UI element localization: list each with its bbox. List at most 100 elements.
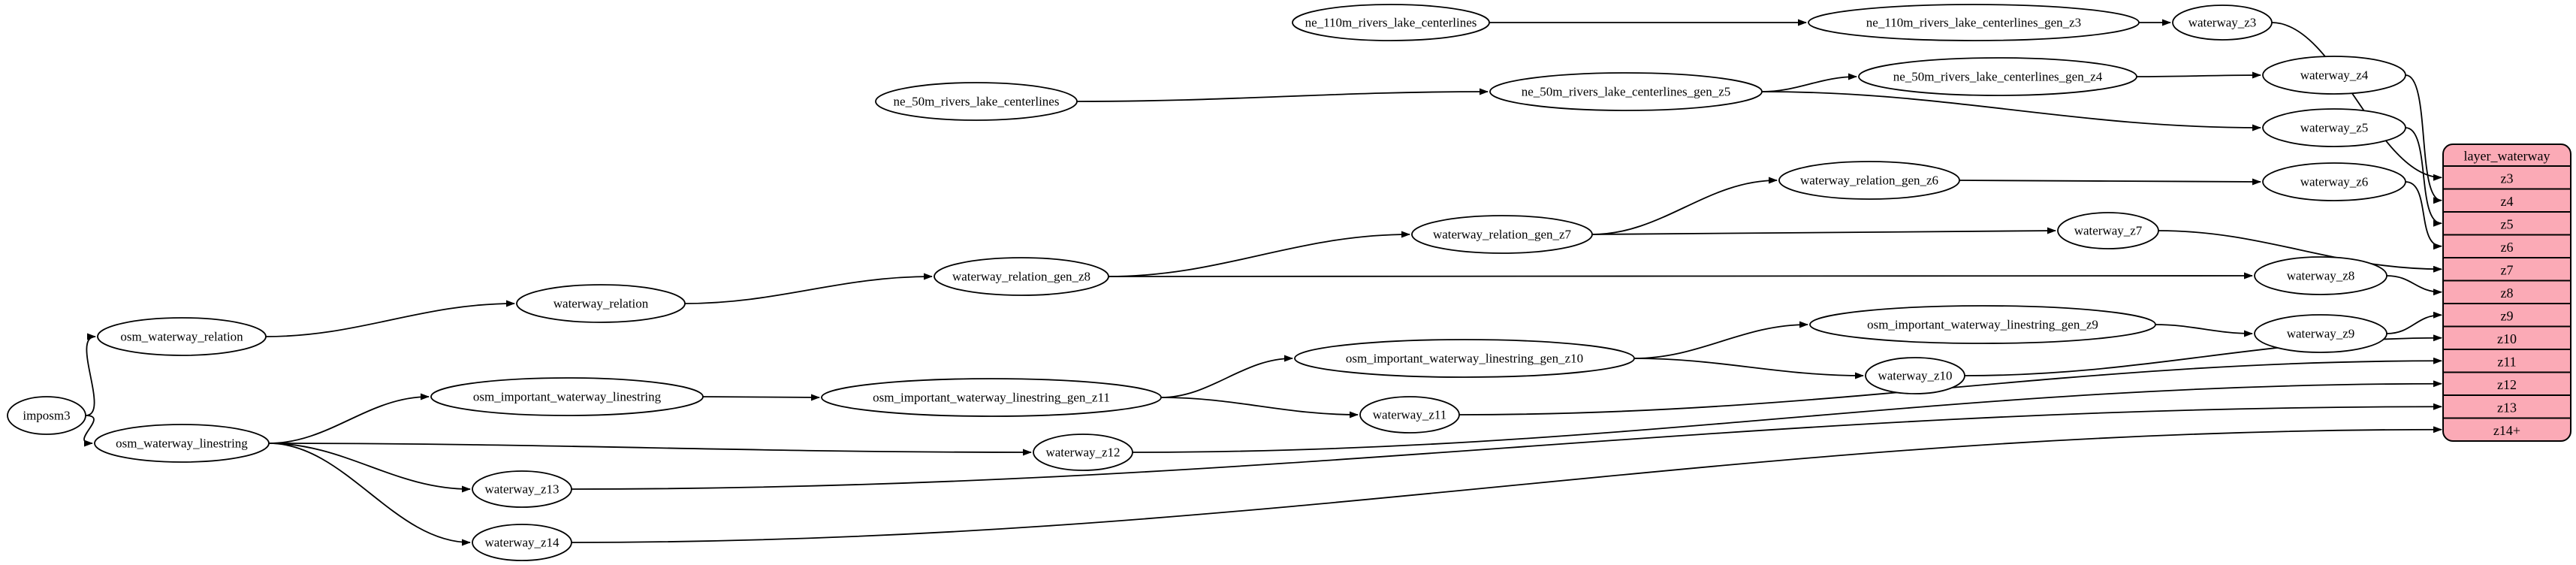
node-label: waterway_z12	[1045, 446, 1120, 460]
table-row-z14+: z14+	[2493, 423, 2520, 438]
table-row-z5: z5	[2501, 216, 2514, 231]
node-ellipse	[430, 377, 704, 416]
edge-waterway_z14--layer_waterway-z14+	[571, 426, 2442, 543]
node-ellipse	[1809, 305, 2156, 344]
node-waterway_z8: waterway_z8	[2254, 256, 2387, 295]
edge-waterway_relation--waterway_relation_gen_z8	[684, 273, 933, 304]
node-label: waterway_z5	[2300, 121, 2369, 135]
edge-osm_waterway_linestring--waterway_z13	[268, 443, 471, 493]
node-osm_important_waterway_linestring_gen_z9: osm_important_waterway_linestring_gen_z9	[1809, 305, 2156, 344]
node-ellipse	[1294, 339, 1635, 378]
table-row-label: z5	[2501, 216, 2514, 231]
table-layer_waterway: layer_waterwayz3z4z5z6z7z8z9z10z11z12z13…	[2442, 144, 2571, 442]
node-label: waterway_relation_gen_z6	[1800, 174, 1938, 188]
node-ellipse	[2262, 162, 2406, 201]
edge-waterway_relation_gen_z6--waterway_z6	[1959, 178, 2261, 186]
edge-ne_50m_rivers_lake_centerlines--ne_50m_rivers_lake_centerlines_gen_z5	[1076, 88, 1489, 102]
table-row-label: z4	[2501, 194, 2514, 209]
node-ellipse	[1411, 215, 1593, 254]
table-row-z9: z9	[2501, 308, 2514, 323]
node-ellipse	[2262, 56, 2406, 95]
node-waterway_relation_gen_z8: waterway_relation_gen_z8	[934, 257, 1109, 296]
edge-waterway_z13--layer_waterway-z13	[571, 403, 2442, 490]
node-waterway_relation: waterway_relation	[516, 284, 686, 323]
node-waterway_z14: waterway_z14	[472, 524, 572, 561]
edge-osm_important_waterway_linestring_gen_z11--waterway_z11	[1160, 397, 1359, 418]
nodes-layer: imposm3osm_waterway_relationosm_waterway…	[7, 4, 2406, 561]
node-ellipse	[1489, 72, 1763, 111]
node-label: waterway_z7	[2074, 224, 2143, 238]
node-label: osm_important_waterway_linestring_gen_z1…	[1346, 352, 1583, 366]
edge-imposm3--osm_waterway_linestring	[83, 415, 95, 447]
table-row-label: z3	[2501, 171, 2514, 186]
node-label: waterway_z13	[484, 482, 559, 497]
node-label: ne_110m_rivers_lake_centerlines_gen_z3	[1866, 16, 2081, 30]
node-ne_50m_rivers_lake_centerlines_gen_z5: ne_50m_rivers_lake_centerlines_gen_z5	[1489, 72, 1763, 111]
node-waterway_z12: waterway_z12	[1033, 434, 1133, 471]
node-ellipse	[472, 470, 572, 508]
node-ne_50m_rivers_lake_centerlines_gen_z4: ne_50m_rivers_lake_centerlines_gen_z4	[1858, 57, 2137, 96]
edge-waterway_z6--layer_waterway-z6	[2405, 181, 2442, 250]
edge-osm_waterway_relation--waterway_relation	[265, 300, 515, 337]
node-ellipse	[1808, 4, 2140, 41]
node-ellipse	[2254, 256, 2387, 295]
table-row-z4: z4	[2501, 194, 2514, 209]
edge-waterway_z5--layer_waterway-z5	[2405, 127, 2442, 227]
table-row-label: z8	[2501, 286, 2514, 301]
node-ellipse	[1033, 434, 1133, 471]
node-label: ne_110m_rivers_lake_centerlines	[1305, 16, 1477, 30]
node-label: osm_important_waterway_linestring_gen_z9	[1867, 318, 2098, 332]
edge-waterway_z4--layer_waterway-z4	[2405, 74, 2442, 204]
node-ellipse	[1778, 161, 1960, 200]
edge-osm_important_waterway_linestring_gen_z9--waterway_z9	[2155, 324, 2253, 337]
node-waterway_z4: waterway_z4	[2262, 56, 2406, 95]
node-ellipse	[1292, 4, 1490, 41]
node-ellipse	[1858, 57, 2137, 96]
edge-osm_important_waterway_linestring_gen_z11--osm_important_waterway_linestring_gen_z10	[1160, 355, 1293, 398]
node-waterway_z13: waterway_z13	[472, 470, 572, 508]
node-ellipse	[516, 284, 686, 323]
node-label: ne_50m_rivers_lake_centerlines	[894, 95, 1060, 109]
edge-osm_important_waterway_linestring_gen_z10--waterway_z10	[1633, 358, 1864, 379]
node-ellipse	[821, 378, 1162, 417]
node-label: waterway_z10	[1878, 369, 1952, 383]
table-row-label: z10	[2497, 331, 2517, 346]
node-label: waterway_z8	[2287, 269, 2355, 283]
edge-ne_50m_rivers_lake_centerlines_gen_z4--waterway_z4	[2136, 71, 2261, 79]
edge-osm_waterway_linestring--waterway_z14	[268, 443, 471, 546]
edge-waterway_z9--layer_waterway-z9	[2386, 311, 2442, 334]
node-label: waterway_z11	[1373, 408, 1447, 422]
node-imposm3: imposm3	[7, 396, 86, 435]
table-row-label: z13	[2497, 400, 2517, 415]
node-label: waterway_relation_gen_z7	[1433, 228, 1572, 242]
node-ellipse	[2254, 314, 2387, 353]
node-label: osm_waterway_linestring	[116, 437, 248, 451]
node-label: osm_important_waterway_linestring	[473, 390, 662, 404]
edge-waterway_z7--layer_waterway-z7	[2158, 230, 2442, 273]
table-row-label: z12	[2497, 377, 2517, 392]
table-row-label: z11	[2497, 354, 2516, 369]
node-waterway_z6: waterway_z6	[2262, 162, 2406, 201]
node-ellipse	[1359, 396, 1460, 434]
node-ellipse	[934, 257, 1109, 296]
edge-waterway_relation_gen_z7--waterway_z7	[1591, 227, 2056, 235]
edge-waterway_z12--layer_waterway-z12	[1132, 380, 2442, 453]
node-ellipse	[94, 424, 270, 463]
node-waterway_z5: waterway_z5	[2262, 108, 2406, 147]
node-osm_important_waterway_linestring_gen_z11: osm_important_waterway_linestring_gen_z1…	[821, 378, 1162, 417]
table-row-z13: z13	[2497, 400, 2517, 415]
edge-waterway_z3--layer_waterway-z3	[2271, 22, 2442, 181]
table-row-z6: z6	[2501, 240, 2514, 255]
node-ellipse	[2172, 5, 2273, 41]
node-ne_110m_rivers_lake_centerlines_gen_z3: ne_110m_rivers_lake_centerlines_gen_z3	[1808, 4, 2140, 41]
node-ne_50m_rivers_lake_centerlines: ne_50m_rivers_lake_centerlines	[875, 82, 1078, 121]
table-row-z11: z11	[2497, 354, 2516, 369]
table-row-z10: z10	[2497, 331, 2517, 346]
node-label: waterway_relation	[554, 297, 649, 311]
node-label: waterway_relation_gen_z8	[952, 270, 1090, 284]
table-layer: layer_waterwayz3z4z5z6z7z8z9z10z11z12z13…	[2442, 144, 2571, 442]
node-ellipse	[472, 524, 572, 561]
node-osm_waterway_linestring: osm_waterway_linestring	[94, 424, 270, 463]
